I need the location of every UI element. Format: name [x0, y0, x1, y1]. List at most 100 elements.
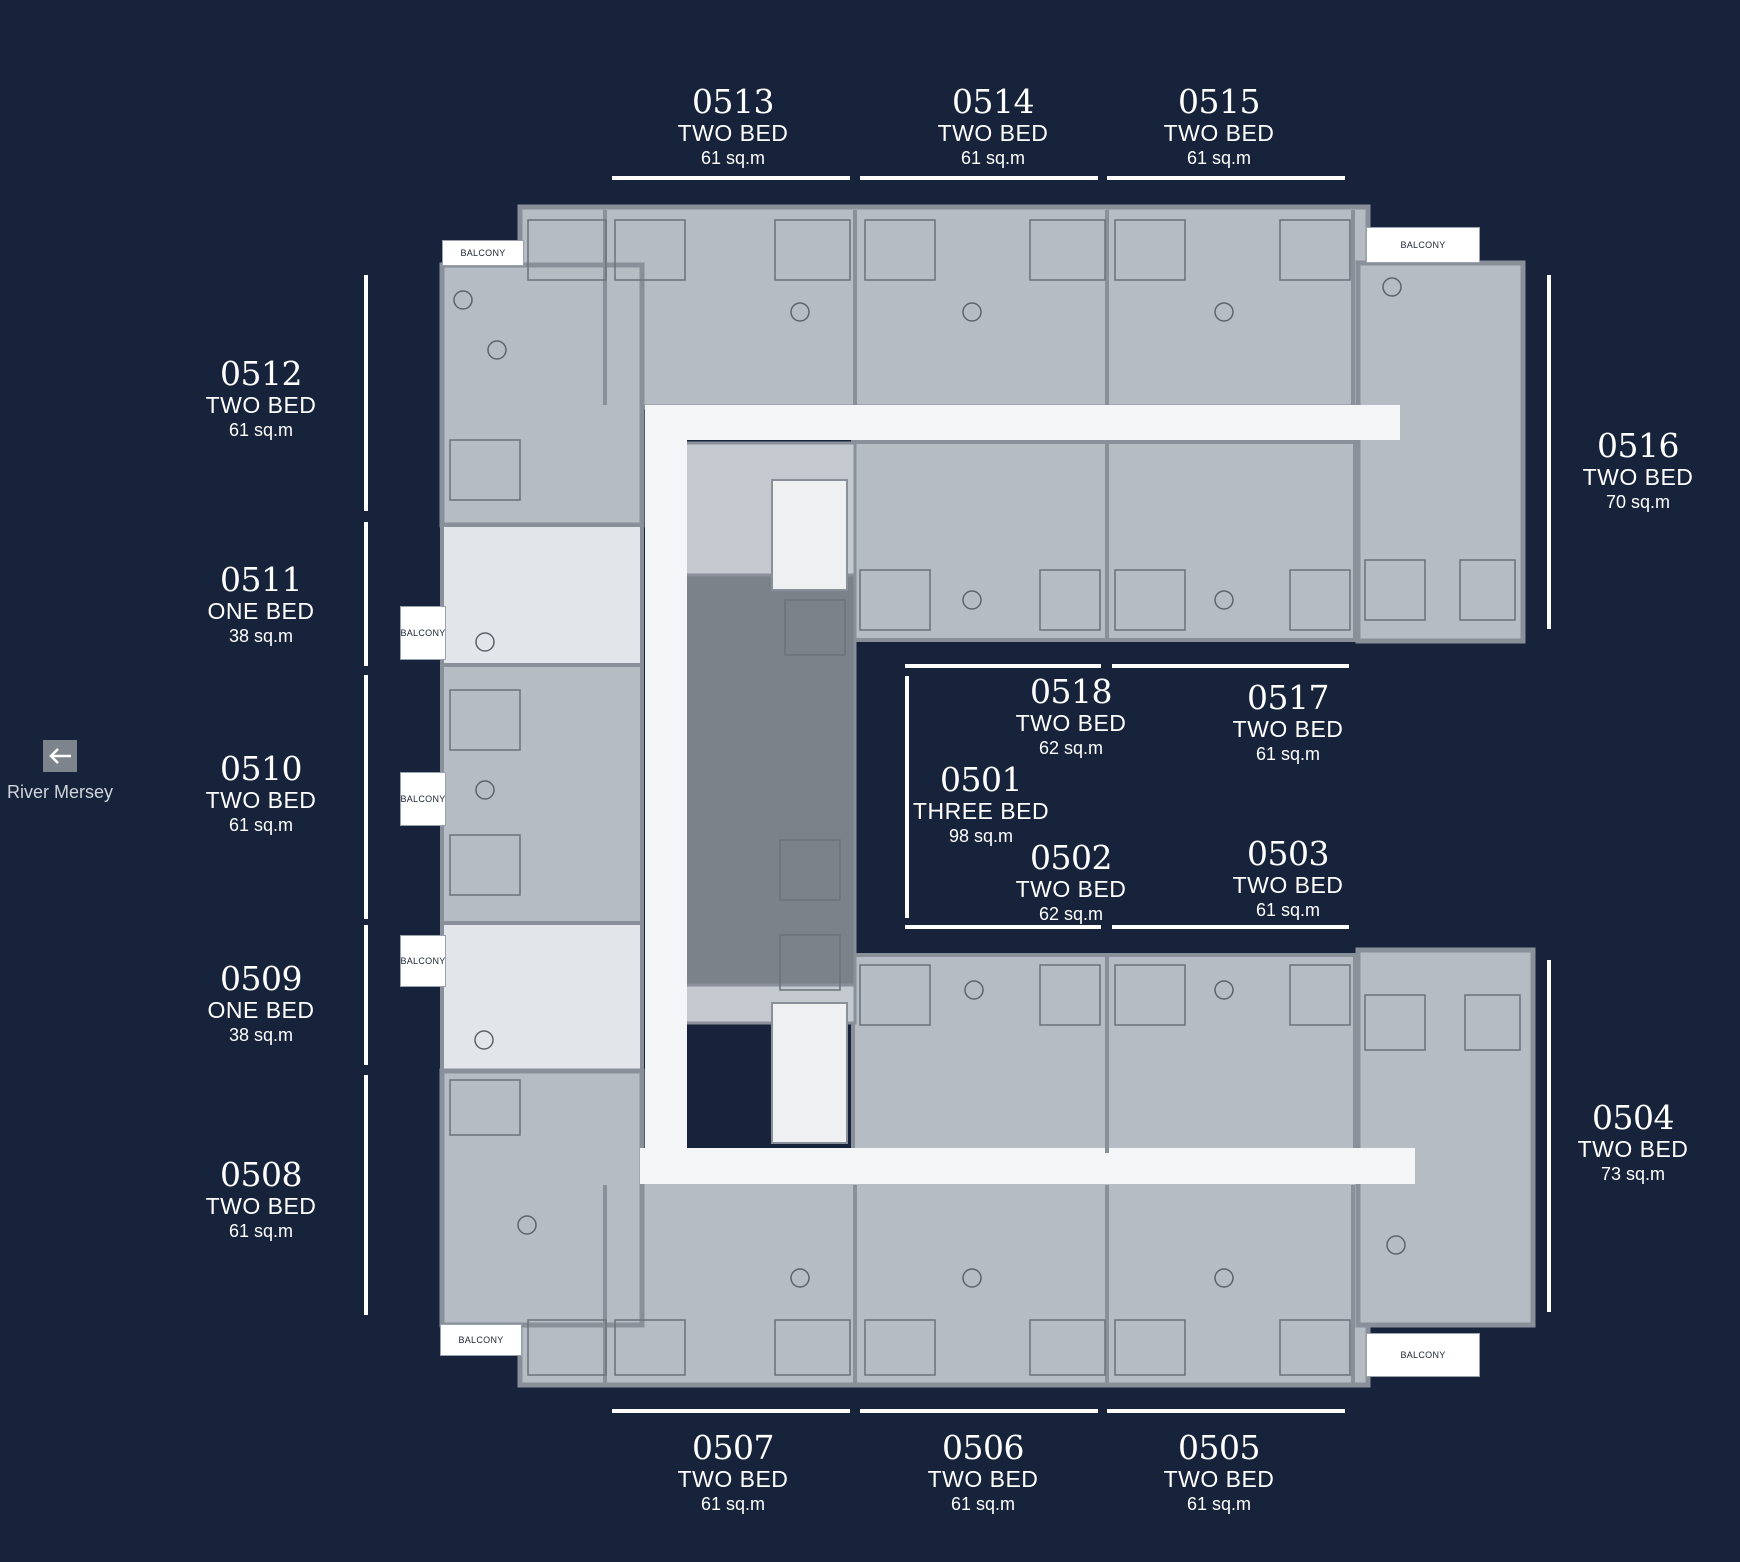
- dimension-rule: [1107, 1409, 1345, 1413]
- unit-number: 0508: [220, 1155, 302, 1194]
- unit-divider: [1351, 1185, 1355, 1383]
- unit-label-0509[interactable]: 0509 ONE BED 38 sq.m: [151, 961, 371, 1047]
- unit-area: 61 sq.m: [1255, 744, 1321, 764]
- dimension-rule: [1547, 960, 1551, 1312]
- unit-label-0501[interactable]: 0501 THREE BED 98 sq.m: [871, 762, 1091, 848]
- unit-label-0518[interactable]: 0518 TWO BED 62 sq.m: [961, 674, 1181, 760]
- unit-block-0501: [683, 573, 857, 987]
- balcony-label: BALCONY: [440, 1324, 522, 1356]
- room-outline: [527, 219, 607, 281]
- balcony-label: BALCONY: [1366, 1333, 1480, 1377]
- fixture-circle: [474, 1030, 494, 1050]
- balcony-label: BALCONY: [400, 772, 446, 826]
- unit-block-top: [517, 204, 1371, 410]
- room-outline: [1464, 994, 1521, 1051]
- dimension-rule: [364, 522, 368, 666]
- building-outline: [439, 204, 1536, 1388]
- unit-area: 61 sq.m: [700, 148, 766, 168]
- unit-block-0510: [440, 663, 644, 925]
- unit-label-0511[interactable]: 0511 ONE BED 38 sq.m: [151, 562, 371, 648]
- unit-label-0504[interactable]: 0504 TWO BED 73 sq.m: [1523, 1100, 1740, 1186]
- dimension-rule: [612, 176, 850, 180]
- unit-number: 0502: [1030, 838, 1112, 877]
- fixture-circle: [1214, 590, 1234, 610]
- stair-lower: [771, 1002, 848, 1144]
- unit-label-0516[interactable]: 0516 TWO BED 70 sq.m: [1528, 428, 1740, 514]
- balcony-label: BALCONY: [1366, 227, 1480, 263]
- unit-label-0512[interactable]: 0512 TWO BED 61 sq.m: [151, 356, 371, 442]
- unit-divider: [1105, 955, 1109, 1153]
- unit-label-0514[interactable]: 0514 TWO BED 61 sq.m: [883, 84, 1103, 170]
- unit-divider: [1105, 442, 1109, 640]
- dimension-rule: [1547, 275, 1551, 629]
- unit-type: THREE BED: [912, 798, 1050, 824]
- unit-block-0516: [1355, 260, 1526, 644]
- fixture-circle: [962, 1268, 982, 1288]
- unit-label-0508[interactable]: 0508 TWO BED 61 sq.m: [151, 1157, 371, 1243]
- unit-type: ONE BED: [207, 598, 315, 624]
- room-outline: [1114, 569, 1186, 631]
- unit-area: 61 sq.m: [1255, 900, 1321, 920]
- fixture-circle: [790, 1268, 810, 1288]
- room-outline: [1114, 1319, 1186, 1376]
- unit-area: 98 sq.m: [948, 826, 1014, 846]
- unit-type: TWO BED: [205, 1193, 317, 1219]
- stair-upper: [771, 479, 848, 591]
- unit-number: 0516: [1597, 426, 1679, 465]
- unit-label-0515[interactable]: 0515 TWO BED 61 sq.m: [1109, 84, 1329, 170]
- room-outline: [1114, 964, 1186, 1026]
- room-outline: [859, 964, 931, 1026]
- dimension-rule: [1112, 664, 1349, 668]
- balcony-label: BALCONY: [400, 935, 446, 987]
- unit-label-0502[interactable]: 0502 TWO BED 62 sq.m: [961, 840, 1181, 926]
- unit-divider: [853, 210, 857, 405]
- room-outline: [1364, 994, 1426, 1051]
- unit-type: TWO BED: [1232, 872, 1344, 898]
- unit-area: 61 sq.m: [228, 420, 294, 440]
- unit-area: 61 sq.m: [960, 148, 1026, 168]
- unit-label-0503[interactable]: 0503 TWO BED 61 sq.m: [1178, 836, 1398, 922]
- unit-label-0506[interactable]: 0506 TWO BED 61 sq.m: [873, 1430, 1093, 1516]
- unit-divider: [1105, 210, 1109, 405]
- unit-area: 38 sq.m: [228, 1025, 294, 1045]
- fixture-circle: [962, 302, 982, 322]
- unit-label-0517[interactable]: 0517 TWO BED 61 sq.m: [1178, 680, 1398, 766]
- room-outline: [449, 834, 521, 896]
- unit-type: ONE BED: [207, 997, 315, 1023]
- unit-area: 62 sq.m: [1038, 904, 1104, 924]
- arrow-left-icon[interactable]: [43, 740, 77, 772]
- unit-type: TWO BED: [1163, 1466, 1275, 1492]
- room-outline: [1289, 569, 1351, 631]
- unit-number: 0511: [220, 560, 302, 599]
- unit-number: 0504: [1592, 1098, 1674, 1137]
- room-outline: [1114, 219, 1186, 281]
- unit-type: TWO BED: [677, 120, 789, 146]
- unit-label-0513[interactable]: 0513 TWO BED 61 sq.m: [623, 84, 843, 170]
- unit-number: 0518: [1030, 672, 1112, 711]
- dimension-rule: [860, 176, 1098, 180]
- corridor-bottom: [640, 1148, 1415, 1184]
- balcony-label: BALCONY: [400, 606, 446, 660]
- river-mersey-label: River Mersey: [6, 782, 113, 802]
- fixture-circle: [790, 302, 810, 322]
- room-outline: [864, 1319, 936, 1376]
- unit-number: 0507: [692, 1428, 774, 1467]
- unit-divider: [853, 1185, 857, 1383]
- unit-number: 0503: [1247, 834, 1329, 873]
- river-mersey-nav[interactable]: River Mersey: [0, 740, 120, 803]
- unit-label-0510[interactable]: 0510 TWO BED 61 sq.m: [151, 751, 371, 837]
- unit-label-0505[interactable]: 0505 TWO BED 61 sq.m: [1109, 1430, 1329, 1516]
- unit-number: 0505: [1178, 1428, 1260, 1467]
- unit-number: 0517: [1247, 678, 1329, 717]
- unit-label-0507[interactable]: 0507 TWO BED 61 sq.m: [623, 1430, 843, 1516]
- room-outline: [864, 219, 936, 281]
- unit-number: 0506: [942, 1428, 1024, 1467]
- unit-area: 61 sq.m: [228, 1221, 294, 1241]
- unit-block-0512: [439, 262, 645, 528]
- fixture-circle: [964, 980, 984, 1000]
- room-outline: [614, 219, 686, 281]
- dimension-rule: [905, 676, 909, 918]
- unit-area: 73 sq.m: [1600, 1164, 1666, 1184]
- room-outline: [1279, 219, 1351, 281]
- fixture-circle: [1214, 1268, 1234, 1288]
